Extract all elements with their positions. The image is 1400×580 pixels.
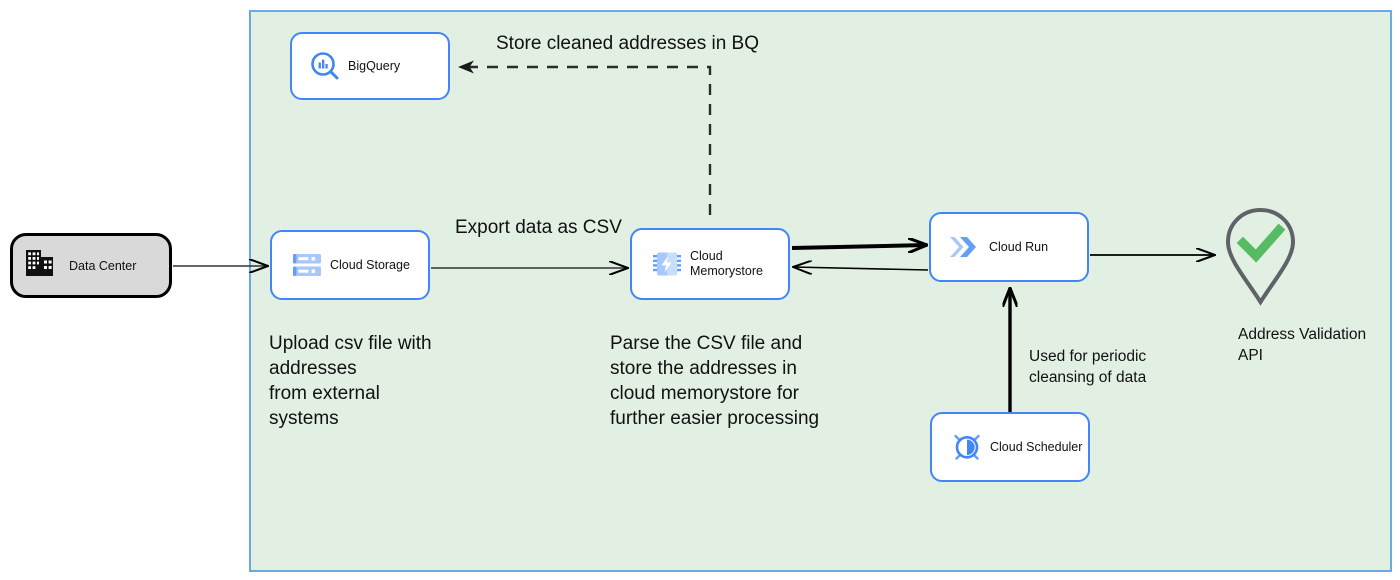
annotation-upload-csv: Upload csv file with addresses from exte… [269,333,432,429]
annotation-parse-csv: Parse the CSV file and store the address… [610,333,820,429]
node-cloud-run[interactable]: Cloud Run [929,212,1089,282]
label-address-validation-api: Address Validation API [1238,326,1367,364]
node-address-validation-api[interactable] [1218,207,1303,317]
edge-label-store-cleaned-addresses: Store cleaned addresses in BQ [496,33,759,54]
office-building-icon [25,249,69,282]
node-label-cloud-run: Cloud Run [989,239,1049,254]
bigquery-icon [302,51,348,81]
cloud-storage-icon [284,251,330,279]
node-cloud-scheduler[interactable]: Cloud Scheduler [930,412,1090,482]
node-data-center[interactable]: Data Center [10,233,172,298]
node-label-cloud-storage: Cloud Storage [330,257,410,272]
node-label-data-center: Data Center [69,258,137,273]
map-pin-check-icon [1225,207,1296,306]
gcp-zone-container [249,10,1392,572]
node-bigquery[interactable]: BigQuery [290,32,450,100]
node-cloud-storage[interactable]: Cloud Storage [270,230,430,300]
edge-label-periodic-cleansing: Used for periodic cleansing of data [1029,348,1147,386]
node-label-cloud-memorystore: Cloud Memorystore [690,249,763,278]
node-label-cloud-scheduler: Cloud Scheduler [990,439,1083,454]
edge-label-export-data-as-csv: Export data as CSV [455,217,622,238]
cloud-run-icon [941,233,989,261]
node-label-bigquery: BigQuery [348,58,401,73]
cloud-scheduler-icon [944,431,990,463]
node-cloud-memorystore[interactable]: Cloud Memorystore [630,228,790,300]
cloud-memorystore-icon [644,249,690,279]
